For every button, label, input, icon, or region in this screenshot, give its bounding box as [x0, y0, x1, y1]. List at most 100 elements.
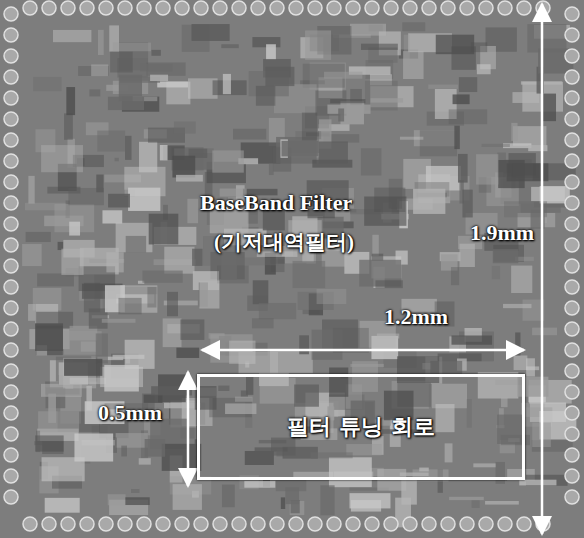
bond-pad — [422, 517, 436, 531]
circuit-block — [432, 384, 467, 409]
circuit-block — [64, 359, 102, 376]
circuit-block — [492, 266, 500, 279]
bond-pad — [327, 517, 341, 531]
bond-pad — [565, 427, 579, 441]
circuit-block — [41, 145, 83, 172]
bond-pad — [4, 217, 18, 231]
bond-pad — [194, 517, 208, 531]
circuit-block — [467, 399, 472, 428]
bond-pad — [327, 1, 341, 15]
bond-pad — [4, 406, 18, 420]
bond-pad — [137, 517, 151, 531]
circuit-block — [256, 86, 275, 106]
circuit-block — [66, 87, 75, 115]
circuit-block — [221, 252, 237, 279]
circuit-block — [81, 341, 96, 351]
circuit-block — [176, 175, 203, 182]
circuit-block — [166, 82, 190, 105]
bond-pad — [479, 517, 493, 531]
circuit-block — [221, 44, 238, 48]
circuit-block — [212, 150, 244, 172]
circuit-block — [89, 309, 108, 329]
circuit-block — [151, 50, 160, 56]
bond-pad — [517, 517, 531, 531]
bond-pad — [270, 1, 284, 15]
circuit-block — [33, 77, 61, 91]
region-label: 필터 튜닝 회로 — [287, 412, 434, 442]
circuit-block — [89, 89, 100, 96]
bond-pad — [422, 1, 436, 15]
circuit-block — [519, 480, 556, 486]
circuit-block — [302, 113, 317, 141]
circuit-block — [22, 244, 42, 266]
bond-pad — [517, 1, 531, 15]
bond-pad — [498, 517, 512, 531]
circuit-block — [245, 451, 274, 465]
bond-pad — [565, 7, 579, 21]
circuit-block — [98, 30, 104, 55]
bond-pad — [4, 364, 18, 378]
bond-pad — [365, 1, 379, 15]
circuit-block — [320, 485, 334, 515]
circuit-block — [338, 108, 344, 121]
circuit-block — [26, 232, 51, 242]
circuit-block — [113, 43, 151, 52]
bond-pad — [175, 517, 189, 531]
circuit-block — [435, 404, 454, 432]
circuit-block — [269, 164, 274, 175]
circuit-block — [116, 433, 148, 448]
bond-pad — [565, 217, 579, 231]
bond-pad — [118, 517, 132, 531]
bond-pad — [42, 517, 56, 531]
bond-pad — [156, 1, 170, 15]
circuit-block — [281, 141, 318, 157]
bond-pad — [565, 490, 579, 504]
bond-pad — [565, 70, 579, 84]
bond-pad — [565, 133, 579, 147]
circuit-block — [126, 236, 146, 253]
circuit-block — [91, 64, 108, 76]
circuit-block — [63, 240, 94, 258]
circuit-block — [118, 298, 141, 314]
circuit-block — [150, 75, 168, 81]
bond-pad — [99, 1, 113, 15]
bond-pad — [565, 28, 579, 42]
circuit-block — [310, 452, 352, 458]
circuit-block — [187, 199, 198, 223]
circuit-block — [28, 304, 35, 321]
circuit-block — [370, 98, 403, 102]
circuit-block — [124, 167, 165, 196]
bond-pad — [4, 175, 18, 189]
region-box: 필터 튜닝 회로 — [197, 374, 525, 480]
bond-pad — [289, 1, 303, 15]
bond-pad — [194, 1, 208, 15]
bond-pad — [565, 448, 579, 462]
bond-pad — [213, 517, 227, 531]
circuit-block — [453, 94, 470, 104]
bond-pad — [156, 517, 170, 531]
circuit-block — [266, 44, 276, 59]
bond-pad — [565, 175, 579, 189]
bond-pad — [4, 385, 18, 399]
bond-pad — [403, 517, 417, 531]
circuit-block — [319, 142, 348, 164]
bond-pad — [4, 7, 18, 21]
circuit-block — [164, 247, 194, 274]
circuit-block — [329, 457, 372, 487]
dimension-arrow — [202, 349, 524, 352]
circuit-block — [482, 144, 510, 147]
circuit-block — [145, 439, 165, 457]
circuit-block — [413, 189, 445, 214]
bond-pad — [479, 1, 493, 15]
circuit-block — [349, 493, 390, 508]
bond-pad — [384, 1, 398, 15]
circuit-block — [364, 197, 406, 226]
bond-pad — [4, 133, 18, 147]
bond-pad — [232, 1, 246, 15]
bond-pad — [565, 238, 579, 252]
bond-pad — [213, 1, 227, 15]
bond-pad — [232, 517, 246, 531]
circuit-block — [225, 403, 256, 414]
circuit-block — [252, 318, 274, 328]
